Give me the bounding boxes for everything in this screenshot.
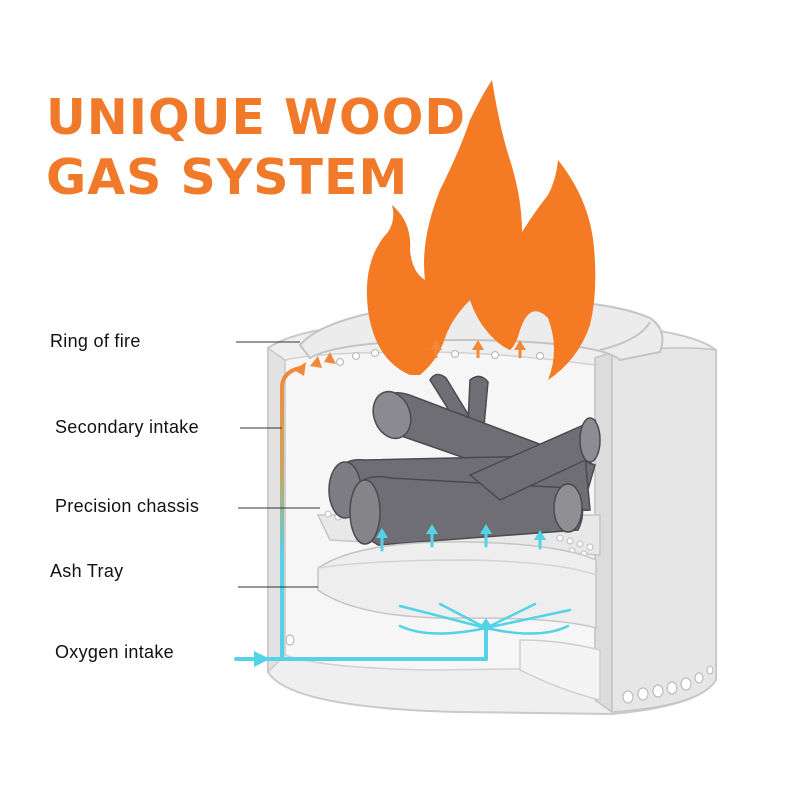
- label-ring-of-fire: Ring of fire: [50, 331, 141, 351]
- title-line-1: UNIQUE WOOD: [46, 89, 467, 146]
- title-line-2: GAS SYSTEM: [46, 149, 409, 206]
- base-vent-holes: [285, 634, 714, 704]
- ash-tray: [317, 541, 597, 629]
- label-oxygen-intake: Oxygen intake: [55, 642, 174, 662]
- label-ash-tray: Ash Tray: [50, 561, 124, 581]
- secondary-airflow-arrows: [294, 340, 526, 376]
- diagram-title: UNIQUE WOOD GAS SYSTEM: [46, 88, 466, 208]
- oxygen-airflow-arrows: [234, 366, 572, 667]
- label-leader-lines: [236, 341, 320, 588]
- flame-icon: [366, 80, 596, 380]
- firewood-logs: [328, 373, 601, 546]
- label-secondary-intake: Secondary intake: [55, 417, 199, 437]
- label-precision-chassis: Precision chassis: [55, 496, 200, 516]
